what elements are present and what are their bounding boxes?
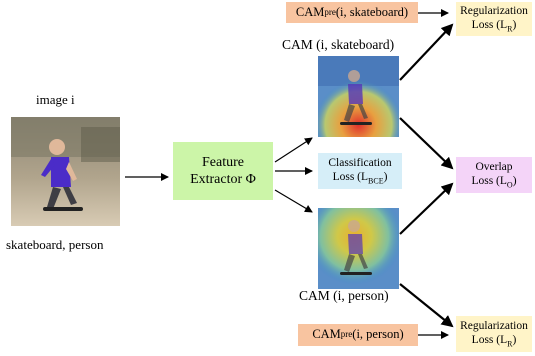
arrow-cam-bottom-to-reg	[399, 283, 454, 328]
cam-person-image	[318, 208, 399, 289]
feature-extractor-line1: Feature	[202, 154, 244, 170]
arrow-extractor-to-cam-top	[274, 137, 313, 163]
image-label: image i	[36, 92, 75, 107]
arrow-cam-bottom-to-overlap	[399, 182, 454, 235]
overlap-line1: Overlap	[475, 160, 513, 173]
cam-skateboard-image	[318, 56, 399, 137]
classification-line1: Classification	[328, 156, 392, 169]
overlap-loss-box: Overlap Loss (LO)	[456, 157, 532, 193]
classification-line2: Loss (LBCE)	[332, 171, 388, 186]
feature-extractor-box: Feature Extractor Φ	[173, 142, 273, 200]
arrow-extractor-to-cam-bottom	[274, 189, 313, 213]
cam-person-heatmap	[318, 208, 399, 289]
image-caption: skateboard, person	[6, 237, 104, 252]
arrow-cam-top-to-reg	[399, 23, 454, 81]
skateboarder-photo	[11, 117, 120, 226]
cam-skateboard-label: CAM (i, skateboard)	[282, 37, 395, 52]
overlap-line2: Loss (LO)	[471, 175, 517, 190]
feature-extractor-line2: Extractor Φ	[190, 172, 256, 187]
cam-skateboard-heatmap	[318, 56, 399, 137]
input-image	[11, 117, 120, 226]
cam-person-label: CAM (i, person)	[299, 288, 389, 303]
regularization-loss-bottom-box: Regularization Loss (LR)	[456, 316, 532, 352]
classification-loss-box: Classification Loss (LBCE)	[318, 153, 402, 189]
regularization-loss-top-box: Regularization Loss (LR)	[456, 2, 532, 36]
arrow-cam-top-to-overlap	[399, 117, 454, 170]
